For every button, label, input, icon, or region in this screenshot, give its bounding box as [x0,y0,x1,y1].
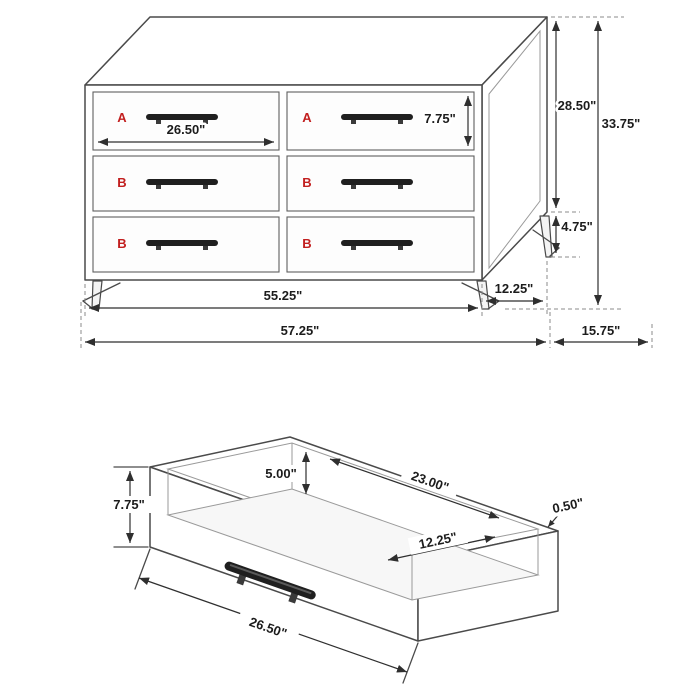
drawer-letter-bottom-left: B [117,236,126,251]
dim-overall-depth-label: 15.75" [582,323,621,338]
dim-drawer-front-height: 7.75" [422,96,472,146]
drawer-letter-top-right: A [302,110,312,125]
drawer-letter-mid-right: B [302,175,311,190]
dresser-top-face [84,16,548,86]
drawer-letter-top-left: A [117,110,127,125]
dim-case-height-label: 28.50" [558,98,597,113]
dim-drawer-front-width-label: 26.50" [167,122,206,137]
drawer-front-top-right [286,91,475,151]
dresser-view: A A B B B B 26.50" 7.75" [80,16,653,348]
dresser-side-panel-inset [488,29,541,270]
drawer-handle-icon [341,114,413,124]
dim-leg-height-label: 4.75" [561,219,592,234]
dim-front-height: 7.75" [105,466,153,548]
dim-interior-depth: 12.25" [387,526,496,562]
dim-drawer-front-height-label: 7.75" [424,111,455,126]
dim-drawer-front-width: 26.50" [98,120,274,146]
drawer-detail-view: 7.75" 5.00" 23.00" 12.25" [105,436,593,684]
dim-front-height-label: 7.75" [113,497,144,512]
drawer-letter-mid-left: B [117,175,126,190]
drawer-handle-icon [341,240,413,250]
dim-front-width-label: 26.50" [247,614,288,641]
dim-interior-height-label: 5.00" [265,466,296,481]
drawer-handle-icon [146,114,218,124]
dim-front-width-label: 55.25" [264,288,303,303]
dim-panel-thickness-label: 0.50" [551,495,585,516]
dim-overall-height-label: 33.75" [602,116,641,131]
drawer-handle-icon [146,179,218,189]
dim-interior-height: 5.00" [257,452,310,494]
dim-panel-thickness: 0.50" [543,492,593,528]
drawer-handle-icon [146,240,218,250]
dim-overall-width-label: 57.25" [281,323,320,338]
dim-right-side-set: 28.50" 33.75" 4.75" [505,16,643,310]
dim-side-depth-offset-label: 12.25" [495,281,534,296]
dim-bottom-set: 55.25" 12.25" 57.25" 15.75" [80,261,653,348]
drawer-letter-bottom-right: B [302,236,311,251]
drawer-handle-icon [341,179,413,189]
